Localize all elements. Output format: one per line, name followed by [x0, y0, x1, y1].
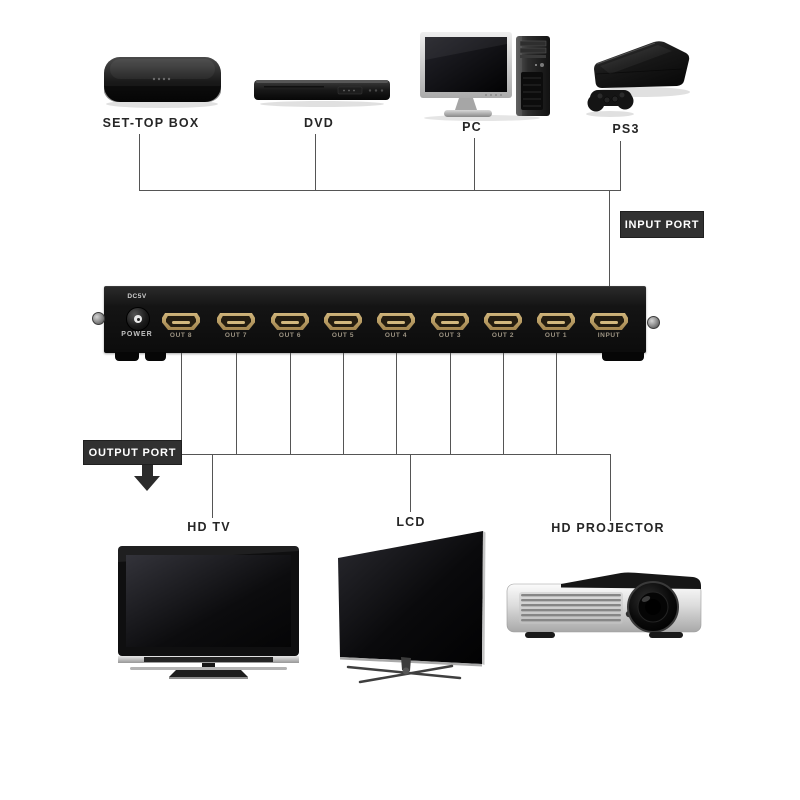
hdmi-port-input	[590, 313, 628, 330]
projector-drop-line	[610, 454, 611, 521]
down-arrow-icon	[142, 465, 153, 477]
port-label-out3: OUT 3	[438, 332, 462, 339]
out8-line	[181, 353, 182, 454]
port-label-out1: OUT 1	[544, 332, 568, 339]
hdmi-port-out6	[271, 313, 309, 330]
ps3-label: PS3	[612, 122, 640, 136]
power-jack	[126, 307, 150, 331]
hdmi-splitter-device: DC5V POWER OUT 8 OUT 7 OUT 6 OUT 5 OUT 4…	[92, 283, 660, 365]
hdtv-drop-line	[212, 454, 213, 518]
port-label-out6: OUT 6	[278, 332, 302, 339]
dvd-label: DVD	[304, 116, 334, 130]
input-bus-line	[139, 190, 621, 191]
right-screw-icon	[647, 316, 660, 329]
pc-image	[420, 26, 552, 122]
splitter-foot	[145, 352, 166, 361]
port-label-out2: OUT 2	[491, 332, 515, 339]
hdmi-port-out8	[162, 313, 200, 330]
out7-line	[236, 353, 237, 454]
left-screw-icon	[92, 312, 105, 325]
out1-line	[556, 353, 557, 454]
out3-line	[450, 353, 451, 454]
ps3-connector-line	[620, 141, 621, 190]
out4-line	[396, 353, 397, 454]
set-top-box-image	[100, 54, 225, 110]
hdmi-port-out2	[484, 313, 522, 330]
hd-projector-image	[503, 568, 705, 644]
pc-label: PC	[462, 120, 482, 134]
hdmi-port-out7	[217, 313, 255, 330]
port-label-out7: OUT 7	[224, 332, 248, 339]
port-label-out8: OUT 8	[169, 332, 193, 339]
pc-connector-line	[474, 138, 475, 190]
port-label-input: INPUT	[597, 332, 621, 339]
lcd-label: LCD	[396, 515, 426, 529]
ps3-image	[580, 36, 695, 120]
hd-tv-image	[118, 546, 299, 680]
hdmi-port-out1	[537, 313, 575, 330]
input-drop-line	[609, 190, 610, 286]
out5-line	[343, 353, 344, 454]
hdmi-port-out5	[324, 313, 362, 330]
port-label-out5: OUT 5	[331, 332, 355, 339]
dc5v-label: DC5V	[127, 293, 147, 300]
splitter-foot	[115, 352, 139, 361]
input-port-badge: INPUT PORT	[620, 211, 704, 238]
output-port-badge: OUTPUT PORT	[83, 440, 182, 465]
projector-label: HD PROJECTOR	[551, 521, 665, 535]
hdmi-port-out3	[431, 313, 469, 330]
output-bus-line	[182, 454, 611, 455]
power-label: POWER	[121, 331, 153, 338]
lcd-drop-line	[410, 454, 411, 512]
settop-connector-line	[139, 134, 140, 190]
settop-label: SET-TOP BOX	[102, 116, 200, 130]
dvd-player-image	[252, 70, 392, 110]
dvd-connector-line	[315, 134, 316, 190]
hdmi-port-out4	[377, 313, 415, 330]
out6-line	[290, 353, 291, 454]
splitter-foot	[602, 352, 644, 361]
hdtv-label: HD TV	[187, 520, 231, 534]
down-arrow-head-icon	[134, 476, 160, 491]
port-label-out4: OUT 4	[384, 332, 408, 339]
out2-line	[503, 353, 504, 454]
lcd-tv-image	[330, 524, 490, 686]
